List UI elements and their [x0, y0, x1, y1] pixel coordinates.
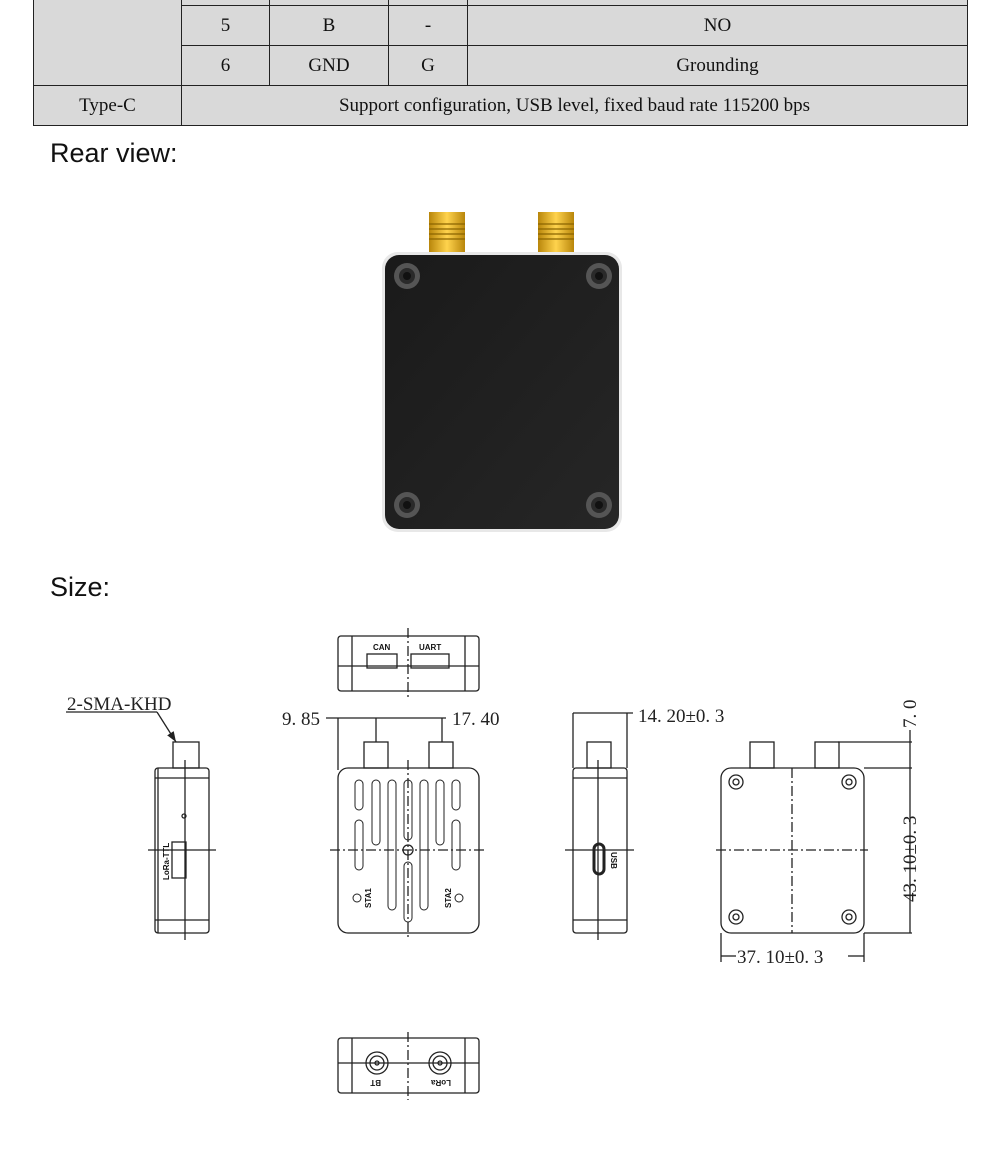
screw-hole-icon [728, 909, 744, 925]
side-view-left: 2-SMA-KHD LoRa-TTL [66, 694, 216, 940]
rear-view-image [382, 212, 622, 532]
sma-connector-right [538, 212, 574, 254]
screw-hole-icon [728, 774, 744, 790]
screw-icon [394, 263, 420, 289]
dim-17-40: 17. 40 [452, 709, 500, 730]
side-view-right: 14. 20±0. 3 USB [565, 706, 724, 940]
dim-height: 43. 10±0. 3 [900, 816, 921, 902]
lora-antenna-port-icon [428, 1051, 452, 1075]
can-port-label: CAN [373, 643, 391, 652]
screw-hole-icon [841, 909, 857, 925]
screw-icon [586, 492, 612, 518]
screw-icon [586, 263, 612, 289]
pin-name: GND [269, 45, 389, 86]
rear-view-heading: Rear view: [50, 138, 178, 168]
dim-9-85: 9. 85 [282, 709, 320, 730]
front-view: 9. 85 17. 40 STA1 STA2 [282, 709, 500, 940]
table-row-typec: Type-C Support configuration, USB level,… [33, 85, 968, 126]
screw-hole-icon [841, 774, 857, 790]
dim-connector-height: 7. 0 [900, 700, 921, 729]
interface-cell-empty [33, 0, 182, 86]
sta1-label: STA1 [364, 888, 373, 908]
pin-type: - [388, 5, 468, 46]
bottom-view: BT LoRa [337, 1032, 480, 1100]
table-row: 5 B - NO [34, 5, 968, 46]
antenna-label: 2-SMA-KHD [67, 694, 172, 715]
bt-antenna-port-icon [365, 1051, 389, 1075]
pin-description: NO [467, 5, 968, 46]
lora-port-label: LoRa [430, 1078, 451, 1087]
dim-thickness: 14. 20±0. 3 [638, 706, 724, 727]
pin-type: G [388, 45, 468, 86]
pin-number: 5 [181, 5, 270, 46]
dimension-drawing: 2-SMA-KHD LoRa-TTL CAN UART 9. 85 17. 40 [66, 628, 921, 1100]
pinout-table: 5 B - NO 6 GND G Grounding Type-C Suppor… [33, 0, 968, 126]
top-view: CAN UART [337, 628, 480, 698]
lora-ttl-port-label: LoRa-TTL [162, 843, 171, 880]
sta2-label: STA2 [444, 888, 453, 908]
sma-connector-left [429, 212, 465, 254]
pin-number: 6 [181, 45, 270, 86]
interface-label: Type-C [33, 85, 182, 126]
pin-description: Grounding [467, 45, 968, 86]
dim-width: 37. 10±0. 3 [737, 947, 823, 968]
size-heading: Size: [50, 572, 111, 602]
back-view: 7. 0 43. 10±0. 3 37. 10±0. 3 [716, 700, 921, 968]
pin-name: B [269, 5, 389, 46]
uart-port-label: UART [419, 643, 441, 652]
bt-port-label: BT [370, 1078, 381, 1087]
interface-description: Support configuration, USB level, fixed … [181, 85, 968, 126]
screw-icon [394, 492, 420, 518]
usb-port-label: USB [609, 852, 618, 869]
